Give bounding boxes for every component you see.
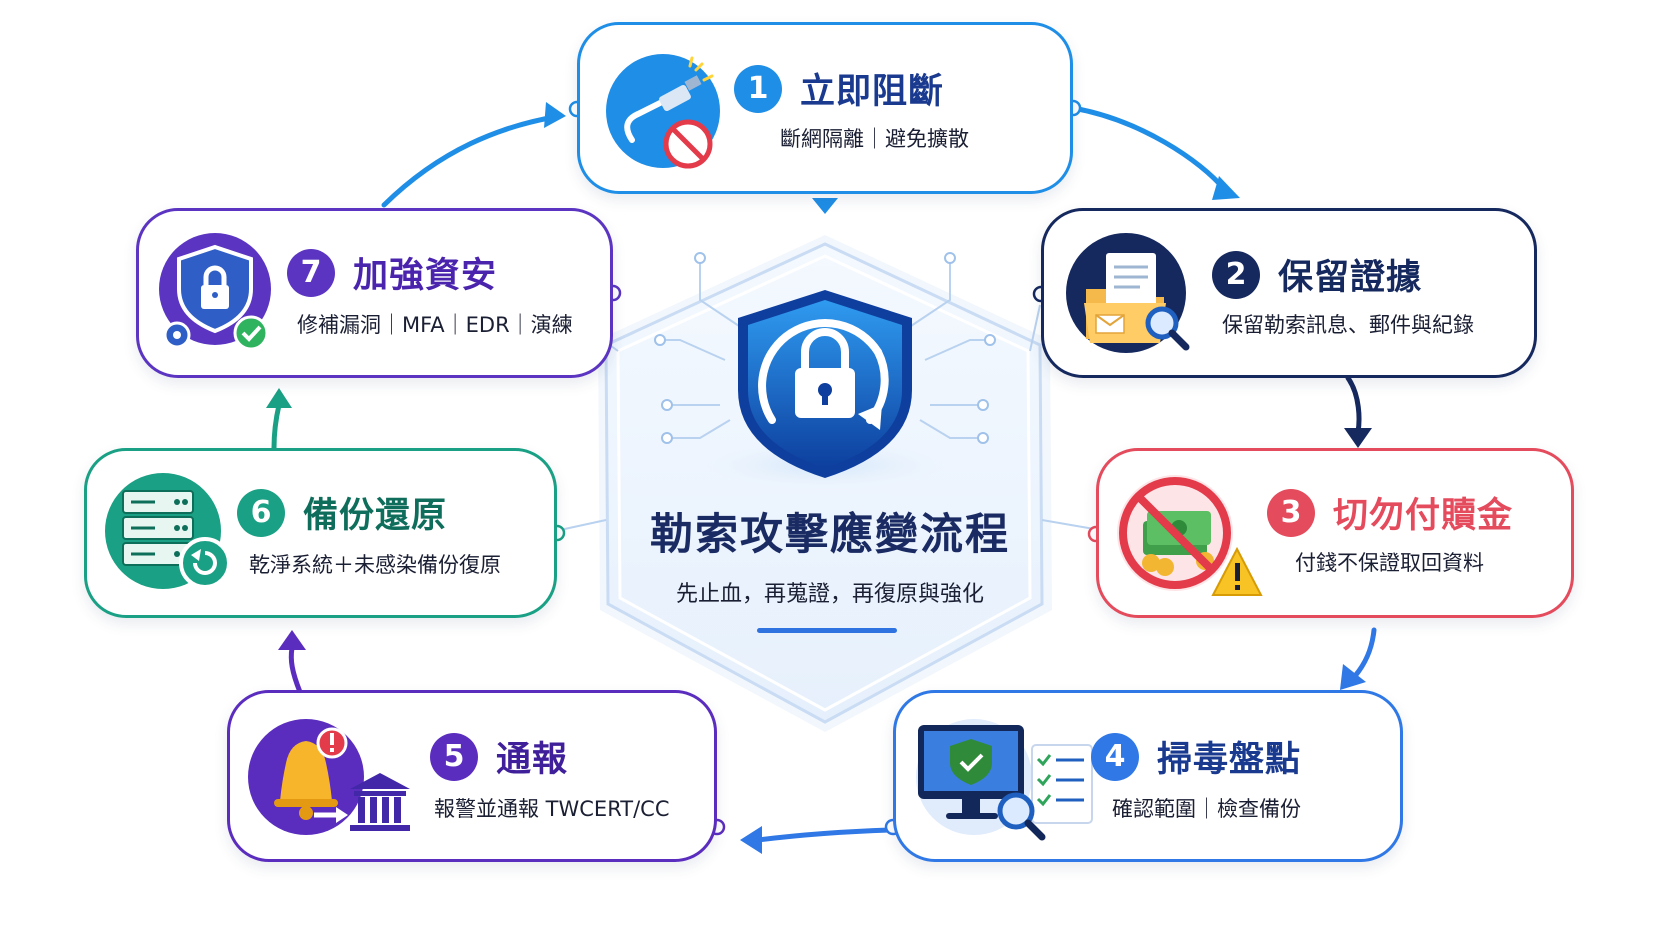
evidence-folder-icon bbox=[1066, 233, 1190, 353]
step-description: 確認範圍｜檢查備份 bbox=[1112, 797, 1301, 821]
diagram-subtitle: 先止血，再蒐證，再復原與強化 bbox=[675, 582, 984, 607]
step-description: 付錢不保證取回資料 bbox=[1295, 551, 1484, 575]
step-number-badge: 6 bbox=[237, 488, 285, 537]
circuit-nodes bbox=[654, 252, 996, 444]
diagram-title: 勒索攻擊應變流程 bbox=[650, 510, 1010, 560]
step-number-badge: 5 bbox=[430, 732, 478, 781]
step-card-7: 7 加強資安 修補漏洞｜MFA｜EDR｜演練 bbox=[136, 208, 613, 378]
malware-scan-icon bbox=[916, 719, 1093, 841]
step-title: 掃毒盤點 bbox=[1157, 740, 1302, 780]
report-alert-icon bbox=[248, 719, 410, 835]
step-description: 斷網隔離｜避免擴散 bbox=[780, 127, 969, 151]
step-title: 切勿付贖金 bbox=[1333, 496, 1514, 536]
backup-restore-icon bbox=[105, 473, 231, 589]
step-number-badge: 1 bbox=[734, 64, 782, 113]
step-number-badge: 3 bbox=[1267, 488, 1315, 537]
title-underline bbox=[757, 628, 897, 633]
step-title: 通報 bbox=[496, 740, 569, 780]
step-title: 保留證據 bbox=[1278, 258, 1423, 298]
no-ransom-money-icon bbox=[1117, 475, 1263, 596]
step-description: 保留勒索訊息、郵件與紀錄 bbox=[1222, 313, 1474, 337]
step-card-2: 2 保留證據 保留勒索訊息、郵件與紀錄 bbox=[1041, 208, 1537, 378]
step-number-badge: 4 bbox=[1091, 732, 1139, 781]
security-hardening-icon bbox=[159, 233, 271, 351]
step-description: 報警並通報 TWCERT/CC bbox=[434, 797, 670, 821]
step-card-3: 3 切勿付贖金 付錢不保證取回資料 bbox=[1096, 448, 1574, 618]
unplugged-cable-icon bbox=[606, 54, 720, 169]
step-title: 備份還原 bbox=[303, 496, 448, 536]
step-description: 乾淨系統＋未感染備份復原 bbox=[249, 553, 501, 577]
step-number-badge: 7 bbox=[287, 248, 335, 297]
center-shield-lock-icon bbox=[705, 290, 945, 489]
step-number-badge: 2 bbox=[1212, 250, 1260, 299]
down-arrow-icon bbox=[812, 198, 838, 214]
step-card-5: 5 通報 報警並通報 TWCERT/CC bbox=[227, 690, 717, 862]
step-title: 立即阻斷 bbox=[800, 72, 945, 112]
flow-arrows bbox=[271, 105, 1377, 843]
flow-arrowheads bbox=[266, 102, 1372, 854]
step-description: 修補漏洞｜MFA｜EDR｜演練 bbox=[297, 313, 573, 337]
step-card-4: 4 掃毒盤點 確認範圍｜檢查備份 bbox=[893, 690, 1403, 862]
step-card-6: 6 備份還原 乾淨系統＋未感染備份復原 bbox=[84, 448, 557, 618]
step-title: 加強資安 bbox=[353, 256, 498, 296]
step-card-1: 1 立即阻斷 斷網隔離｜避免擴散 bbox=[577, 22, 1073, 194]
